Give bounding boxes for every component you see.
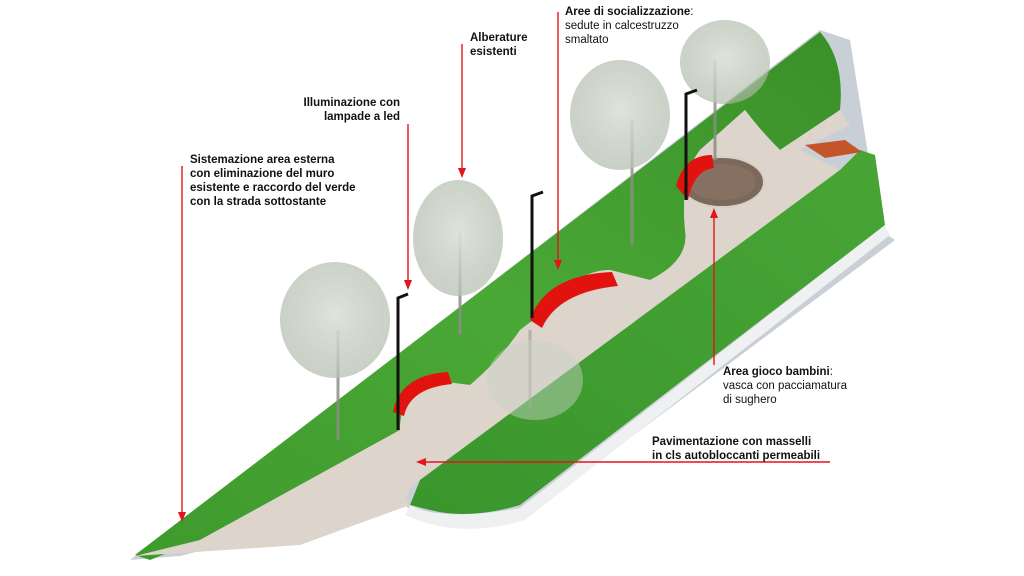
gioco-line3: di sughero — [723, 394, 777, 406]
leader-lines — [178, 12, 830, 522]
illuminazione-line1: Illuminazione con — [303, 97, 400, 109]
gioco-line2: vasca con pacciamatura — [723, 380, 848, 392]
label-pavimentazione: Pavimentazione con masselli in cls autob… — [652, 435, 820, 463]
aree-colon: : — [690, 6, 694, 18]
sistemazione-line2: con eliminazione del muro — [190, 168, 335, 180]
paving-path — [135, 110, 850, 556]
aree-line3: smaltato — [565, 34, 609, 46]
aree-title: Aree di socializzazione — [565, 6, 691, 18]
illuminazione-line2: lampade a led — [323, 111, 400, 123]
trees — [280, 20, 770, 440]
sistemazione-line1: Sistemazione area esterna — [190, 154, 335, 166]
brick-edge — [805, 140, 862, 158]
label-alberature: Alberature esistenti — [470, 31, 528, 59]
sistemazione-line3: esistente e raccordo del verde — [190, 182, 356, 194]
gioco-colon: : — [829, 366, 833, 378]
bench-lower — [393, 372, 452, 416]
play-area-texture — [688, 164, 756, 200]
alberature-line2: esistenti — [470, 46, 517, 58]
alberature-line1: Alberature — [470, 32, 528, 44]
lower-lawn — [410, 150, 885, 514]
pavimentazione-line2: in cls autobloccanti permeabili — [652, 450, 821, 462]
sistemazione-line4: con la strada sottostante — [190, 196, 327, 208]
bench-middle — [530, 272, 618, 328]
pavimentazione-line1: Pavimentazione con masselli — [652, 436, 812, 448]
aree-line2: sedute in calcestruzzo — [565, 20, 679, 32]
label-area-gioco: Area gioco bambini: vasca con pacciamatu… — [723, 365, 847, 407]
label-aree-socializzazione: Aree di socializzazione: sedute in calce… — [565, 5, 693, 47]
upper-lawn — [135, 32, 841, 560]
gioco-title: Area gioco bambini — [723, 366, 830, 378]
label-illuminazione: Illuminazione con lampade a led — [260, 96, 400, 124]
led-lamps — [396, 88, 698, 430]
label-sistemazione: Sistemazione area esterna con eliminazio… — [190, 153, 356, 209]
